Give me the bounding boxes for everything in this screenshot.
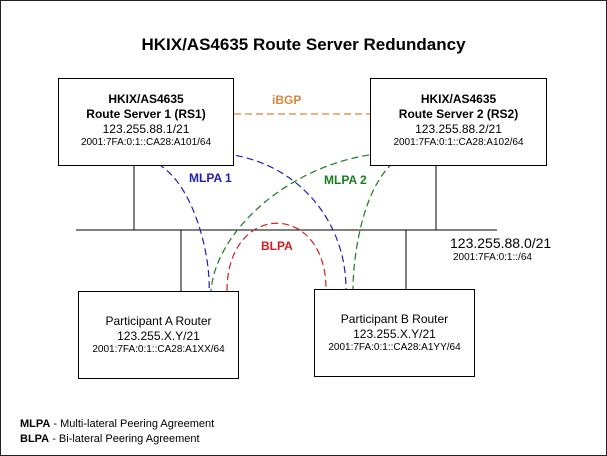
participant-a-box: Participant A Router 123.255.X.Y/21 2001… (78, 291, 239, 379)
legend-mlpa: MLPA - Multi-lateral Peering Agreement (20, 418, 214, 430)
rs1-ipv6: 2001:7FA:0:1::CA28:A101/64 (80, 137, 212, 148)
legend-mlpa-definition: - Multi-lateral Peering Agreement (50, 418, 215, 430)
pb-name: Participant B Router (340, 312, 449, 326)
rs1-name-suffix: ) (201, 107, 206, 121)
rs2-ipv4: 123.255.88.2/21 (415, 122, 502, 136)
mlpa2-link-a (210, 152, 392, 292)
mlpa2-label: MLPA 2 (324, 173, 367, 187)
pb-ipv6: 2001:7FA:0:1::CA28:A1YY/64 (328, 342, 461, 353)
rs1-ipv4: 123.255.88.1/21 (102, 122, 190, 136)
rs1-org: HKIX/AS4635 (108, 92, 184, 106)
ibgp-label: iBGP (272, 93, 302, 107)
blpa-label: BLPA (261, 239, 293, 253)
rs2-ipv6: 2001:7FA:0:1::CA28:A102/64 (393, 137, 524, 148)
legend-mlpa-term: MLPA (20, 418, 51, 430)
mlpa2-link-b (352, 162, 394, 290)
mlpa1-link-a (157, 163, 210, 292)
pa-ipv6: 2001:7FA:0:1::CA28:A1XX/64 (92, 344, 225, 355)
legend-blpa: BLPA - Bi-lateral Peering Agreement (20, 433, 200, 445)
rs1-name: Route Server 1 (RS1) (59, 107, 233, 122)
rs2-name-suffix: ) (514, 107, 519, 121)
rs2-name-code: RS2 (490, 107, 515, 121)
rs2-name-prefix: Route Server 2 ( (398, 107, 491, 121)
legend-blpa-term: BLPA (20, 433, 50, 445)
blpa-link (226, 222, 327, 292)
pb-ipv4: 123.255.X.Y/21 (353, 327, 436, 341)
rs2-org: HKIX/AS4635 (420, 92, 497, 106)
pa-ipv4: 123.255.X.Y/21 (117, 329, 200, 343)
legend-blpa-definition: - Bi-lateral Peering Agreement (49, 433, 200, 445)
rs1-name-prefix: Route Server 1 ( (86, 107, 179, 121)
pa-name: Participant A Router (105, 314, 212, 328)
rs1-name-code: RS1 (178, 107, 202, 121)
lan-ipv6: 2001:7FA:0:1::/64 (453, 252, 532, 263)
route-server-2-box: HKIX/AS4635 Route Server 2 (RS2) 123.255… (370, 78, 547, 166)
lan-ipv4: 123.255.88.0/21 (450, 235, 552, 251)
route-server-1-box: HKIX/AS4635 Route Server 1 (RS1) 123.255… (58, 78, 234, 166)
diagram-title: HKIX/AS4635 Route Server Redundancy (141, 35, 466, 54)
participant-b-box: Participant B Router 123.255.X.Y/21 2001… (314, 289, 475, 377)
mlpa1-label: MLPA 1 (189, 171, 232, 185)
rs2-name: Route Server 2 (RS2) (371, 107, 546, 122)
mlpa1-link-b (213, 152, 347, 290)
